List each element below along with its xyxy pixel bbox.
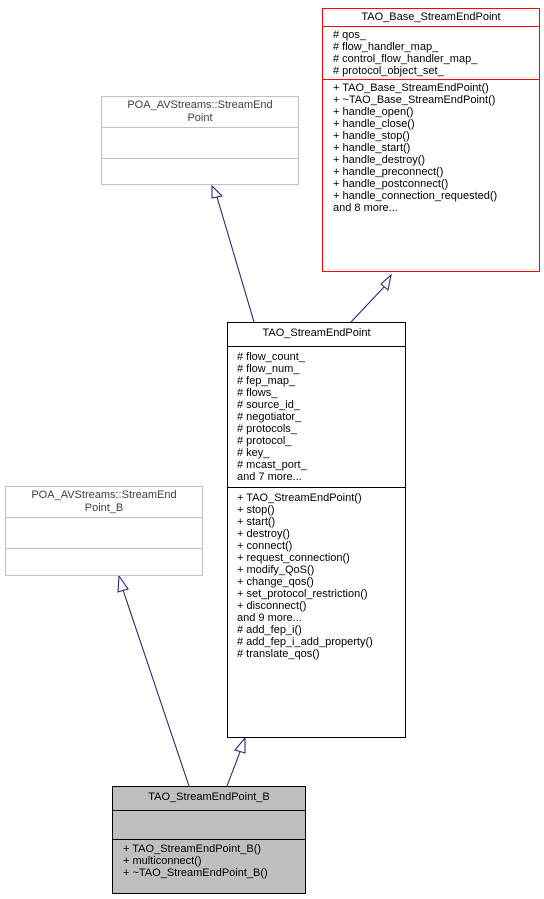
edge-sep-to-base (350, 286, 385, 323)
arrow-poab (117, 574, 129, 593)
method-row: + disconnect() (237, 600, 307, 612)
class-tao-streamendpoint-b[interactable]: TAO_StreamEndPoint_B + TAO_StreamEndPoin… (112, 786, 306, 894)
edge-sep-to-poa (216, 196, 255, 323)
class-title: TAO_Base_StreamEndPoint (323, 9, 539, 27)
class-poa-streamendpoint-b[interactable]: POA_AVStreams::StreamEnd Point_B (5, 486, 203, 576)
method-row: # add_fep_i_add_property() (237, 636, 373, 648)
class-title: POA_AVStreams::StreamEnd Point_B (6, 487, 202, 518)
method-row: + stop() (237, 504, 275, 516)
method-row: + request_connection() (237, 552, 350, 564)
method-more-row: and 9 more... (237, 612, 302, 624)
class-tao-base-streamendpoint[interactable]: TAO_Base_StreamEndPoint # qos_ # flow_ha… (322, 8, 540, 272)
method-row: + handle_close() (333, 118, 415, 130)
arrow-sep (234, 736, 246, 754)
attribute-row: # flow_count_ (237, 351, 305, 363)
methods-section: + TAO_Base_StreamEndPoint() + ~TAO_Base_… (323, 80, 539, 216)
method-row: # translate_qos() (237, 648, 320, 660)
method-row: + ~TAO_Base_StreamEndPoint() (333, 94, 496, 106)
method-more-row: and 8 more... (333, 202, 398, 214)
arrow-poa (211, 184, 224, 199)
attributes-section: # qos_ # flow_handler_map_ # control_flo… (323, 27, 539, 80)
method-row: + handle_start() (333, 142, 411, 154)
methods-section: + TAO_StreamEndPoint_B() + multiconnect(… (113, 840, 305, 881)
attributes-section (102, 128, 298, 159)
attribute-row: # protocols_ (237, 423, 297, 435)
method-row: + start() (237, 516, 276, 528)
arrow-base (380, 273, 392, 291)
method-row: + TAO_StreamEndPoint() (237, 492, 362, 504)
attribute-row: # flows_ (237, 387, 278, 399)
attributes-section (6, 518, 202, 549)
attribute-row: # fep_map_ (237, 375, 296, 387)
method-row: + destroy() (237, 528, 290, 540)
attribute-row: # key_ (237, 447, 270, 459)
method-row: # add_fep_i() (237, 624, 302, 636)
method-row: + modify_QoS() (237, 564, 315, 576)
method-row: + TAO_Base_StreamEndPoint() (333, 82, 489, 94)
edge-sepb-to-sep (226, 751, 241, 787)
class-title: TAO_StreamEndPoint (228, 323, 405, 347)
attribute-row: # negotiator_ (237, 411, 302, 423)
attributes-section: # flow_count_ # flow_num_ # fep_map_ # f… (228, 347, 405, 488)
attributes-section (113, 811, 305, 840)
method-row: + handle_postconnect() (333, 178, 449, 190)
class-title-line: Point (187, 112, 213, 124)
method-row: + ~TAO_StreamEndPoint_B() (123, 867, 268, 879)
attribute-row: # mcast_port_ (237, 459, 307, 471)
attribute-row: # source_id_ (237, 399, 300, 411)
methods-section (6, 549, 202, 577)
method-row: + TAO_StreamEndPoint_B() (123, 843, 262, 855)
methods-section (102, 159, 298, 187)
method-row: + handle_preconnect() (333, 166, 444, 178)
attribute-row: # flow_num_ (237, 363, 300, 375)
class-title: POA_AVStreams::StreamEnd Point (102, 97, 298, 128)
method-row: + multiconnect() (123, 855, 202, 867)
method-row: + connect() (237, 540, 293, 552)
method-row: + handle_destroy() (333, 154, 426, 166)
method-row: + change_qos() (237, 576, 314, 588)
attribute-row: # flow_handler_map_ (333, 41, 439, 53)
method-row: + handle_stop() (333, 130, 410, 142)
attribute-row: # qos_ (333, 29, 367, 41)
class-tao-streamendpoint[interactable]: TAO_StreamEndPoint # flow_count_ # flow_… (227, 322, 406, 738)
class-title-line: POA_AVStreams::StreamEnd (127, 99, 273, 111)
attribute-more-row: and 7 more... (237, 471, 302, 483)
class-title: TAO_StreamEndPoint_B (113, 787, 305, 811)
attribute-row: # control_flow_handler_map_ (333, 53, 478, 65)
class-title-line: POA_AVStreams::StreamEnd (31, 489, 177, 501)
attribute-row: # protocol_object_set_ (333, 65, 444, 77)
methods-section: + TAO_StreamEndPoint() + stop() + start(… (228, 488, 405, 662)
method-row: + handle_connection_requested() (333, 190, 498, 202)
class-title-line: Point_B (84, 502, 124, 514)
method-row: + set_protocol_restriction() (237, 588, 368, 600)
edge-sepb-to-poab (122, 589, 190, 787)
method-row: + handle_open() (333, 106, 414, 118)
class-poa-streamendpoint[interactable]: POA_AVStreams::StreamEnd Point (101, 96, 299, 185)
attribute-row: # protocol_ (237, 435, 292, 447)
